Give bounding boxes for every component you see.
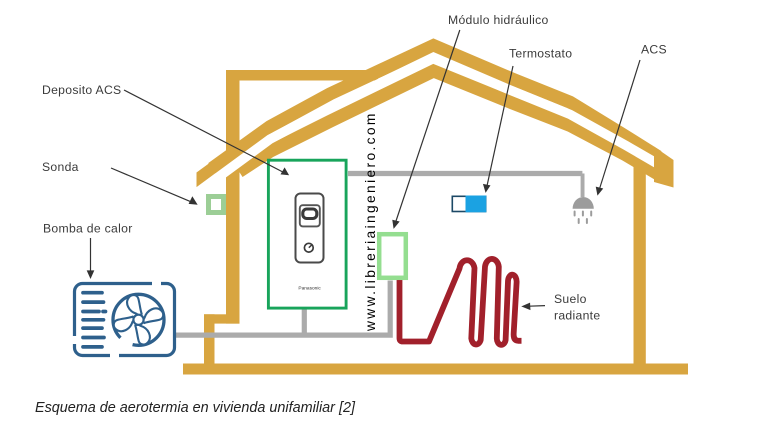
svg-text:Esquema de aerotermia en vivie: Esquema de aerotermia en vivienda unifam… bbox=[35, 400, 356, 416]
svg-text:Termostato: Termostato bbox=[509, 47, 572, 61]
svg-text:Suelo: Suelo bbox=[554, 292, 587, 306]
svg-text:Bomba de calor: Bomba de calor bbox=[43, 222, 133, 236]
svg-text:Módulo hidráulico: Módulo hidráulico bbox=[448, 13, 549, 27]
svg-text:Sonda: Sonda bbox=[42, 160, 79, 174]
svg-text:ACS: ACS bbox=[641, 43, 667, 57]
svg-text:radiante: radiante bbox=[554, 309, 600, 323]
svg-text:Panasonic: Panasonic bbox=[298, 286, 321, 292]
svg-text:www.libreriaingeniero.com: www.libreriaingeniero.com bbox=[363, 111, 378, 332]
svg-text:Deposito ACS: Deposito ACS bbox=[42, 83, 121, 97]
